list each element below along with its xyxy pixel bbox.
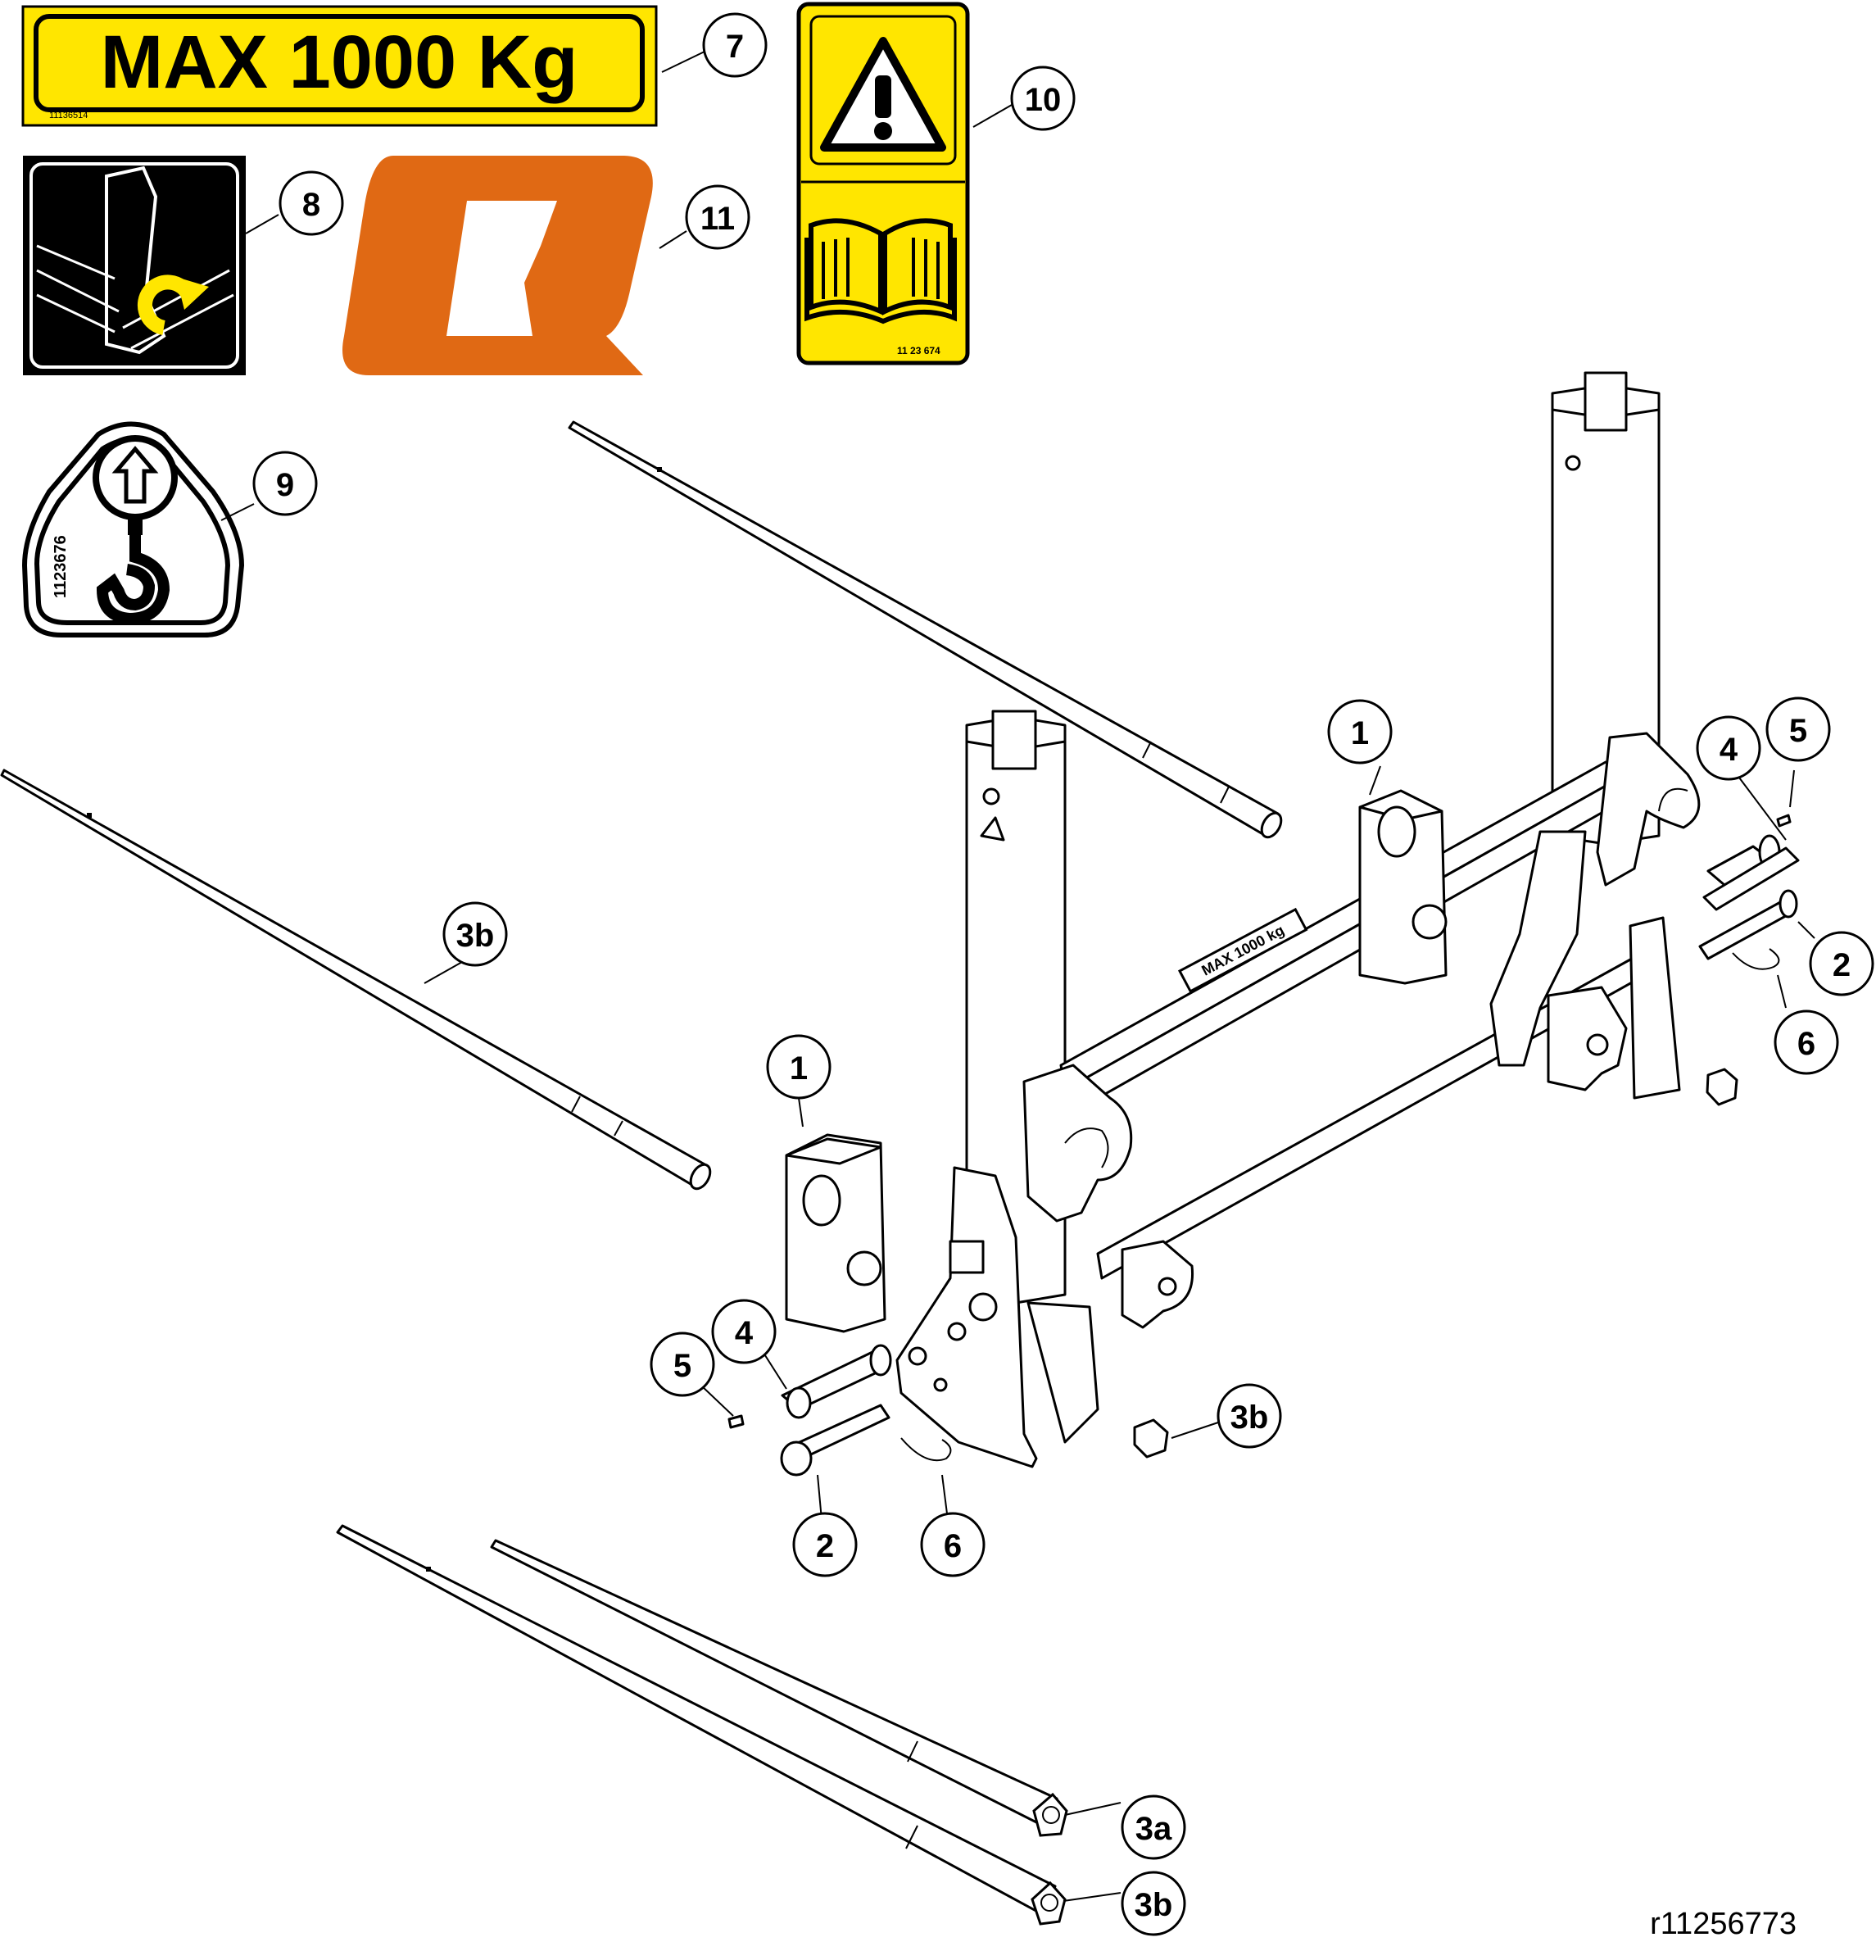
bale-tine-3b-bottom <box>336 1524 1067 1926</box>
tine-sleeve-rear <box>1358 789 1448 985</box>
bale-tine-3a <box>490 1539 1068 1837</box>
lock-symbol-decal <box>23 156 246 375</box>
svg-text:5: 5 <box>673 1348 691 1384</box>
svg-text:3b: 3b <box>1135 1887 1173 1923</box>
manual-book-icon <box>804 218 957 324</box>
callout-1-rear: 1 <box>1327 699 1393 764</box>
hook-decal-code: 1123676 <box>52 535 70 598</box>
svg-text:11: 11 <box>700 201 735 237</box>
svg-text:7: 7 <box>726 29 744 65</box>
read-manual-warning-decal: 11 23 674 <box>796 2 970 365</box>
callout-7: 7 <box>702 12 768 78</box>
callout-6-right: 6 <box>1774 1009 1839 1075</box>
max-load-decal: MAX 1000 Kg 11136514 <box>21 5 658 127</box>
svg-text:2: 2 <box>816 1528 834 1564</box>
callout-3b-nut: 3b <box>1217 1383 1282 1449</box>
callout-5-left: 5 <box>650 1332 715 1397</box>
callout-9: 9 <box>252 451 318 516</box>
hook-icon <box>96 533 170 625</box>
max-load-code: 11136514 <box>49 111 88 120</box>
bale-tine-left <box>0 769 712 1191</box>
callout-2-right: 2 <box>1809 931 1874 996</box>
callout-4-right: 4 <box>1696 715 1761 781</box>
warning-decal-code: 11 23 674 <box>897 345 940 356</box>
max-load-text: MAX 1000 Kg <box>101 20 578 104</box>
brand-logo-decal <box>342 156 653 375</box>
callout-5-right: 5 <box>1765 696 1831 762</box>
svg-text:3b: 3b <box>456 918 495 954</box>
svg-text:2: 2 <box>1833 947 1851 983</box>
figure-id: r11256773 <box>1650 1907 1797 1941</box>
svg-text:9: 9 <box>276 467 294 503</box>
svg-text:6: 6 <box>1797 1026 1815 1062</box>
callout-3a: 3a <box>1121 1794 1186 1860</box>
callout-6-left: 6 <box>920 1512 986 1577</box>
callout-10: 10 <box>1010 66 1076 131</box>
bale-fork-frame: MAX 1000 kg <box>895 371 1701 1468</box>
svg-text:3a: 3a <box>1135 1811 1172 1847</box>
callout-2-left: 2 <box>792 1512 858 1577</box>
svg-text:4: 4 <box>1720 732 1738 768</box>
bale-tine-upper <box>568 420 1283 839</box>
svg-text:10: 10 <box>1025 82 1062 118</box>
callout-3b-bottom: 3b <box>1121 1871 1186 1936</box>
svg-text:5: 5 <box>1789 713 1807 749</box>
callout-3b-top: 3b <box>442 901 508 967</box>
callout-4-left: 4 <box>711 1299 777 1364</box>
pin-assembly-left <box>727 1344 1169 1477</box>
svg-text:6: 6 <box>944 1528 962 1564</box>
callout-8: 8 <box>279 170 344 236</box>
svg-text:1: 1 <box>790 1050 808 1087</box>
svg-text:4: 4 <box>735 1315 754 1351</box>
svg-text:8: 8 <box>302 187 320 223</box>
callout-11: 11 <box>685 184 750 250</box>
lifting-hook-decal: 1123676 <box>21 421 245 637</box>
svg-text:1: 1 <box>1351 715 1369 751</box>
callout-1-front: 1 <box>766 1034 832 1100</box>
svg-text:3b: 3b <box>1230 1400 1269 1436</box>
pin-assembly-right <box>1698 814 1800 1106</box>
tine-sleeve-front <box>785 1133 886 1333</box>
